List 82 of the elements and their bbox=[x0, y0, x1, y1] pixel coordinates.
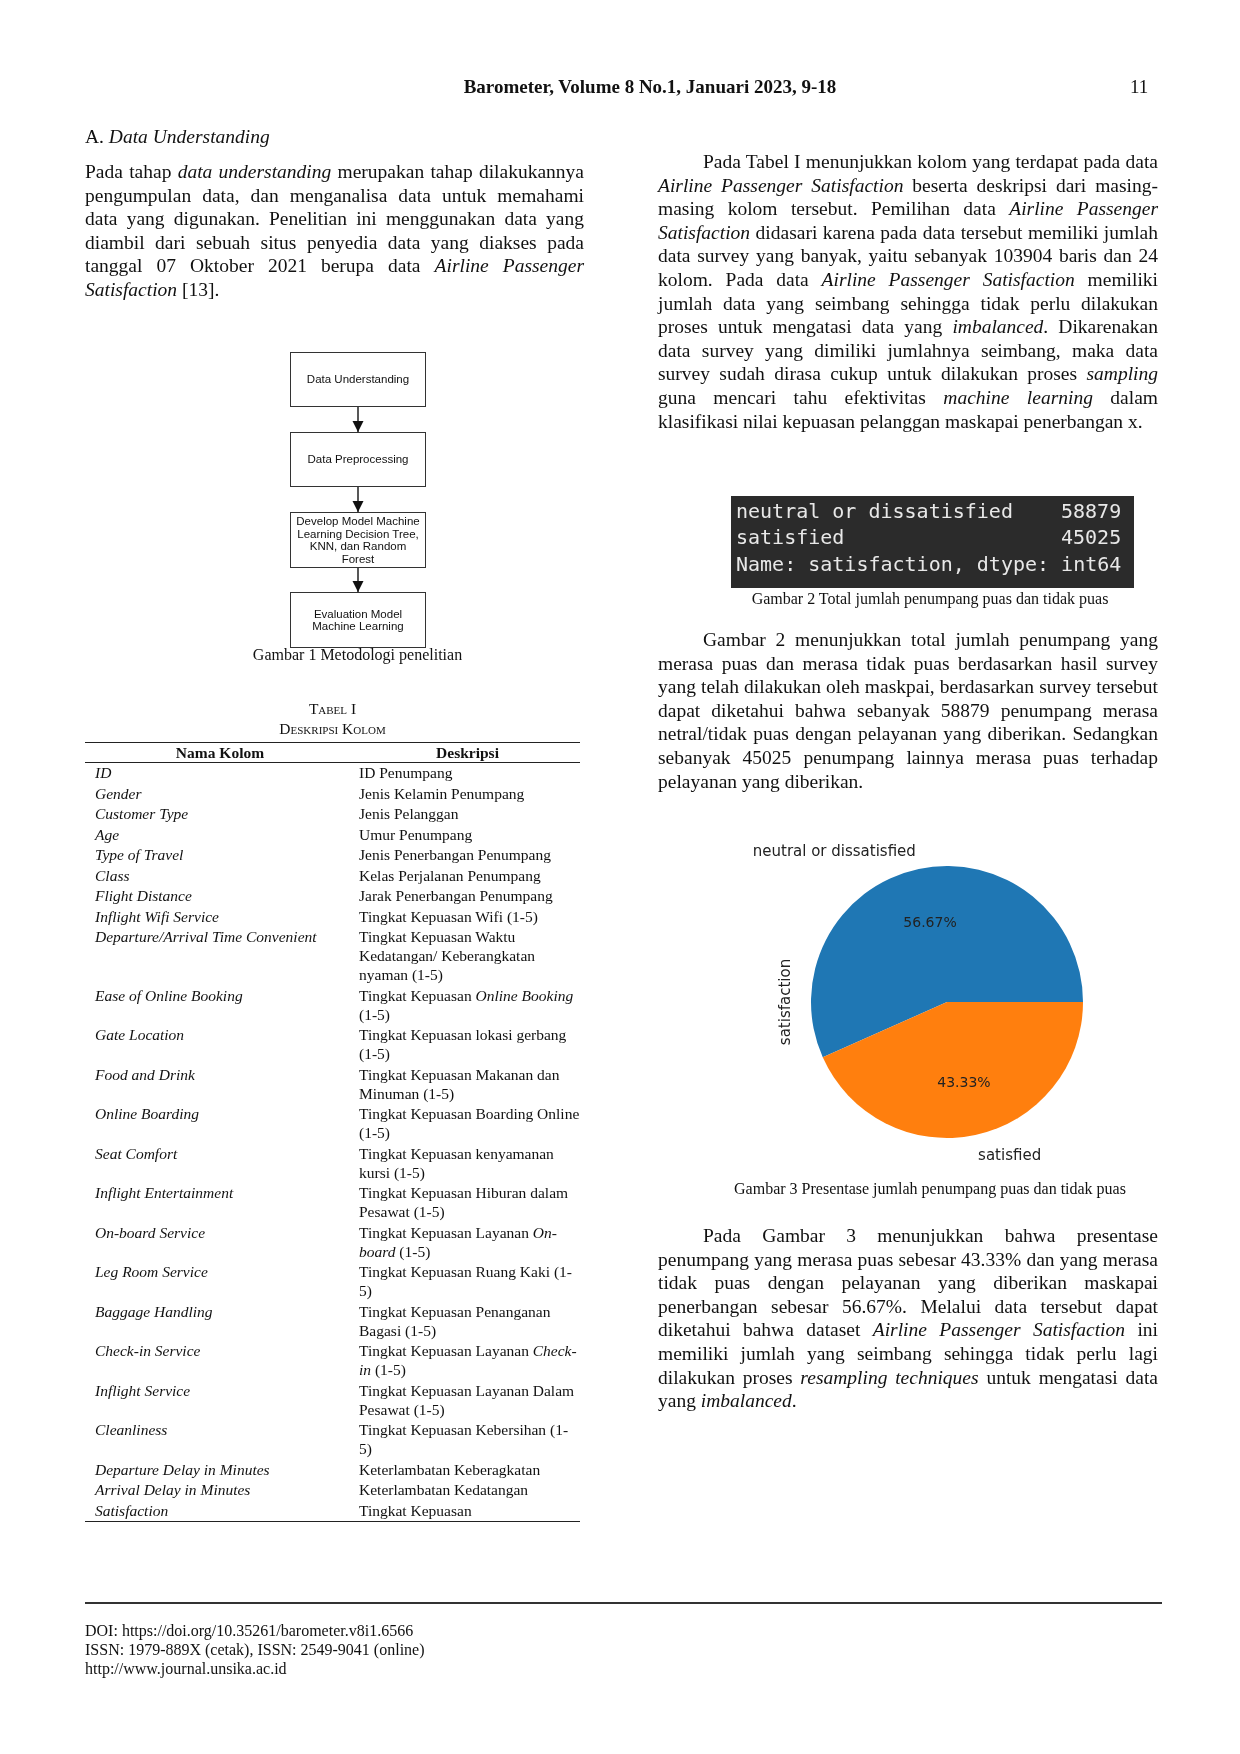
table-cell-text: Food and Drink bbox=[94, 1064, 196, 1085]
paragraph: Pada Gambar 3 menunjukkan bahwa presentase penumpang yang merasa puas sebesar 43.33% dan yang merasa tidak puas dengan pelayanan yang diberikan maskapai penerbangan sebesar 56.67%. Melalui data tersebut dapat diketahui bahwa dataset Airline Passenger Satisfaction ini memiliki jumlah yang seimbang sehingga tidak perlu lagi dilakukan proses resampling techniques untuk mengatasi data yang imbalanced. bbox=[658, 1224, 1158, 1413]
table-cell-text: Leg Room Service bbox=[94, 1262, 209, 1282]
footer-text: DOI: https://doi.org/10.35261/barometer.v8i1.6566 bbox=[85, 1622, 414, 1640]
category-label: satisfied bbox=[978, 1146, 1042, 1165]
category-label: neutral or dissatisfied bbox=[752, 841, 916, 860]
table-title: Deskripsi Kolom bbox=[278, 720, 387, 738]
code-text: satisfied bbox=[736, 524, 845, 551]
code-text: 58879 bbox=[1061, 498, 1122, 525]
table-title: Tabel I bbox=[307, 700, 358, 718]
paragraph: Pada tahap data understanding merupakan tahap dilakukannya pengumpulan data, dan menganalisa data untuk memahami data yang digunakan. Penelitian ini menggunakan data yang diambil dari sebuah situs penyedia data yang diakses pada tanggal 07 Oktober 2021 berupa data Airline Passenger Satisfaction [13]. bbox=[85, 160, 584, 302]
table-cell-text: Jarak Penerbangan Penumpang bbox=[358, 886, 554, 906]
table-cell-text: Inflight Wifi Service bbox=[94, 906, 220, 927]
table-cell-text: Inflight Entertainment bbox=[94, 1183, 235, 1203]
table-cell-text: Departure Delay in Minutes bbox=[94, 1459, 271, 1480]
table-cell-text: Gender bbox=[94, 783, 143, 804]
table-cell-text: Customer Type bbox=[94, 804, 190, 824]
table-cell-text: Tingkat Kepuasan Layanan Check-in (1-5) bbox=[358, 1341, 578, 1380]
table-cell-text: Tingkat Kepuasan Layanan On-board (1-5) bbox=[358, 1222, 558, 1262]
table-cell-text: Jenis Kelamin Penumpang bbox=[358, 783, 526, 804]
data-label: 56.67% bbox=[903, 914, 957, 931]
table-cell-text: Baggage Handling bbox=[94, 1301, 214, 1322]
table-cell-text: Tingkat Kepuasan Hiburan dalam Pesawat (1-5) bbox=[358, 1183, 570, 1222]
table-cell-text: Type of Travel bbox=[94, 845, 185, 865]
table-cell: ID bbox=[85, 762, 355, 784]
figure-caption: Gambar 1 Metodologi penelitian bbox=[251, 646, 464, 664]
table-cell-text: Seat Comfort bbox=[94, 1143, 179, 1164]
table-cell-text: Check-in Service bbox=[94, 1341, 202, 1361]
table-cell-text: Jenis Pelanggan bbox=[358, 804, 460, 824]
arrow bbox=[352, 406, 364, 433]
table-cell-text: Tingkat Kepuasan Wifi (1-5) bbox=[358, 906, 539, 927]
paragraph: Pada Tabel I menunjukkan kolom yang terdapat pada data Airline Passenger Satisfaction beserta deskripsi dari masing-masing kolom tersebut. Pemilihan data Airline Passenger Satisfaction didasari karena pada data tersebut memiliki jumlah data survey yang banyak, yaitu sebanyak 103904 baris dan 24 kolom. Pada data Airline Passenger Satisfaction memiliki jumlah data yang seimbang sehingga tidak perlu dilakukan proses untuk mengatasi data yang imbalanced. Dikarenakan data survey yang dimiliki jumlahnya seimbang, maka data survey sudah dirasa cukup untuk dilakukan proses sampling guna mencari tahu efektivitas machine learning dalam klasifikasi nilai kepuasan pelanggan maskapai penerbangan x. bbox=[658, 150, 1158, 434]
table-cell-text: Tingkat Kepuasan Kebersihan (1-5) bbox=[358, 1420, 570, 1459]
section-heading: A. Data Understanding bbox=[85, 126, 270, 148]
table-cell-text: Tingkat Kepuasan Penanganan Bagasi (1-5) bbox=[358, 1301, 552, 1341]
data-label: 43.33% bbox=[937, 1073, 991, 1090]
arrow bbox=[352, 486, 364, 513]
table-cell-text: Inflight Service bbox=[94, 1380, 192, 1401]
table-cell-text: Keterlambatan Keberagkatan bbox=[358, 1459, 542, 1480]
table-cell-text: Class bbox=[94, 865, 131, 886]
table-cell-text: Tingkat Kepuasan lokasi gerbang (1-5) bbox=[358, 1025, 568, 1064]
footer-text: ISSN: 1979-889X (cetak), ISSN: 2549-9041 (online) bbox=[85, 1641, 425, 1659]
table-cell-text: Keterlambatan Kedatangan bbox=[358, 1480, 530, 1500]
table-cell-text: Tingkat Kepuasan kenyamanan kursi (1-5) bbox=[358, 1143, 555, 1183]
table-cell-text: Gate Location bbox=[94, 1025, 186, 1045]
page-number: 11 bbox=[1130, 76, 1149, 98]
table-cell-text: Age bbox=[93, 824, 121, 845]
table-cell-text: On-board Service bbox=[94, 1222, 207, 1243]
figure-caption: Gambar 2 Total jumlah penumpang puas dan tidak puas bbox=[750, 590, 1110, 608]
table-cell-text: Departure/Arrival Time Convenient bbox=[94, 927, 318, 947]
axis-label: satisfaction bbox=[776, 958, 794, 1046]
table-cell-text: Umur Penumpang bbox=[358, 824, 474, 845]
code-text: Name: satisfaction, dtype: int64 bbox=[736, 551, 1122, 578]
process-box: Data Understanding bbox=[290, 352, 426, 407]
table-cell-text: Arrival Delay in Minutes bbox=[93, 1480, 252, 1500]
running-header: Barometer, Volume 8 No.1, Januari 2023, 9-18 bbox=[462, 76, 838, 98]
column-header: Nama Kolom bbox=[85, 742, 355, 763]
process-box: Evaluation Model Machine Learning bbox=[290, 592, 426, 648]
table-cell-text: Tingkat Kepuasan Ruang Kaki (1-5) bbox=[358, 1262, 573, 1301]
table-cell-text: Online Boarding bbox=[94, 1104, 201, 1124]
table-cell-text: Tingkat Kepuasan Layanan Dalam Pesawat (1-5) bbox=[358, 1380, 576, 1420]
table-cell: Tingkat Kepuasan bbox=[355, 1500, 580, 1522]
table-cell: ID Penumpang bbox=[355, 762, 580, 784]
table-cell-text: Cleanliness bbox=[94, 1420, 169, 1440]
table-cell-text: Tingkat Kepuasan Boarding Online (1-5) bbox=[358, 1104, 580, 1143]
paragraph: Gambar 2 menunjukkan total jumlah penumpang yang merasa puas dan merasa tidak puas berdasarkan hasil survey yang telah dilakukan oleh maskpai, berdasarkan survey tersebut dapat diketahui bahwa sebanyak 58879 penumpang merasa netral/tidak puas dengan pelayanan yang diberikan. Sedangkan sebanyak 45025 penumpang lainnya merasa puas terhadap pelayanan yang diberikan. bbox=[658, 628, 1158, 794]
table-cell-text: Tingkat Kepuasan Online Booking (1-5) bbox=[358, 985, 575, 1025]
table-cell-text: Kelas Perjalanan Penumpang bbox=[358, 865, 542, 886]
process-box: Develop Model Machine Learning Decision Tree, KNN, dan Random Forest bbox=[290, 512, 426, 568]
footer-text: http://www.journal.unsika.ac.id bbox=[85, 1660, 287, 1678]
process-box: Data Preprocessing bbox=[290, 432, 426, 487]
table-cell-text: Tingkat Kepuasan Waktu Kedatangan/ Keberangkatan nyaman (1-5) bbox=[358, 927, 536, 985]
table-cell-text: Jenis Penerbangan Penumpang bbox=[358, 845, 552, 865]
column-header: Deskripsi bbox=[355, 742, 580, 763]
code-text: 45025 bbox=[1061, 524, 1122, 551]
code-text: neutral or dissatisfied bbox=[736, 498, 1013, 525]
table-cell-text: Flight Distance bbox=[94, 886, 193, 906]
arrow bbox=[352, 567, 364, 593]
figure-caption: Gambar 3 Presentase jumlah penumpang puas dan tidak puas bbox=[733, 1180, 1127, 1198]
table-cell-text: Ease of Online Booking bbox=[94, 985, 244, 1006]
table-cell-text: Tingkat Kepuasan Makanan dan Minuman (1-5) bbox=[358, 1064, 561, 1104]
table-cell: Satisfaction bbox=[85, 1500, 355, 1522]
